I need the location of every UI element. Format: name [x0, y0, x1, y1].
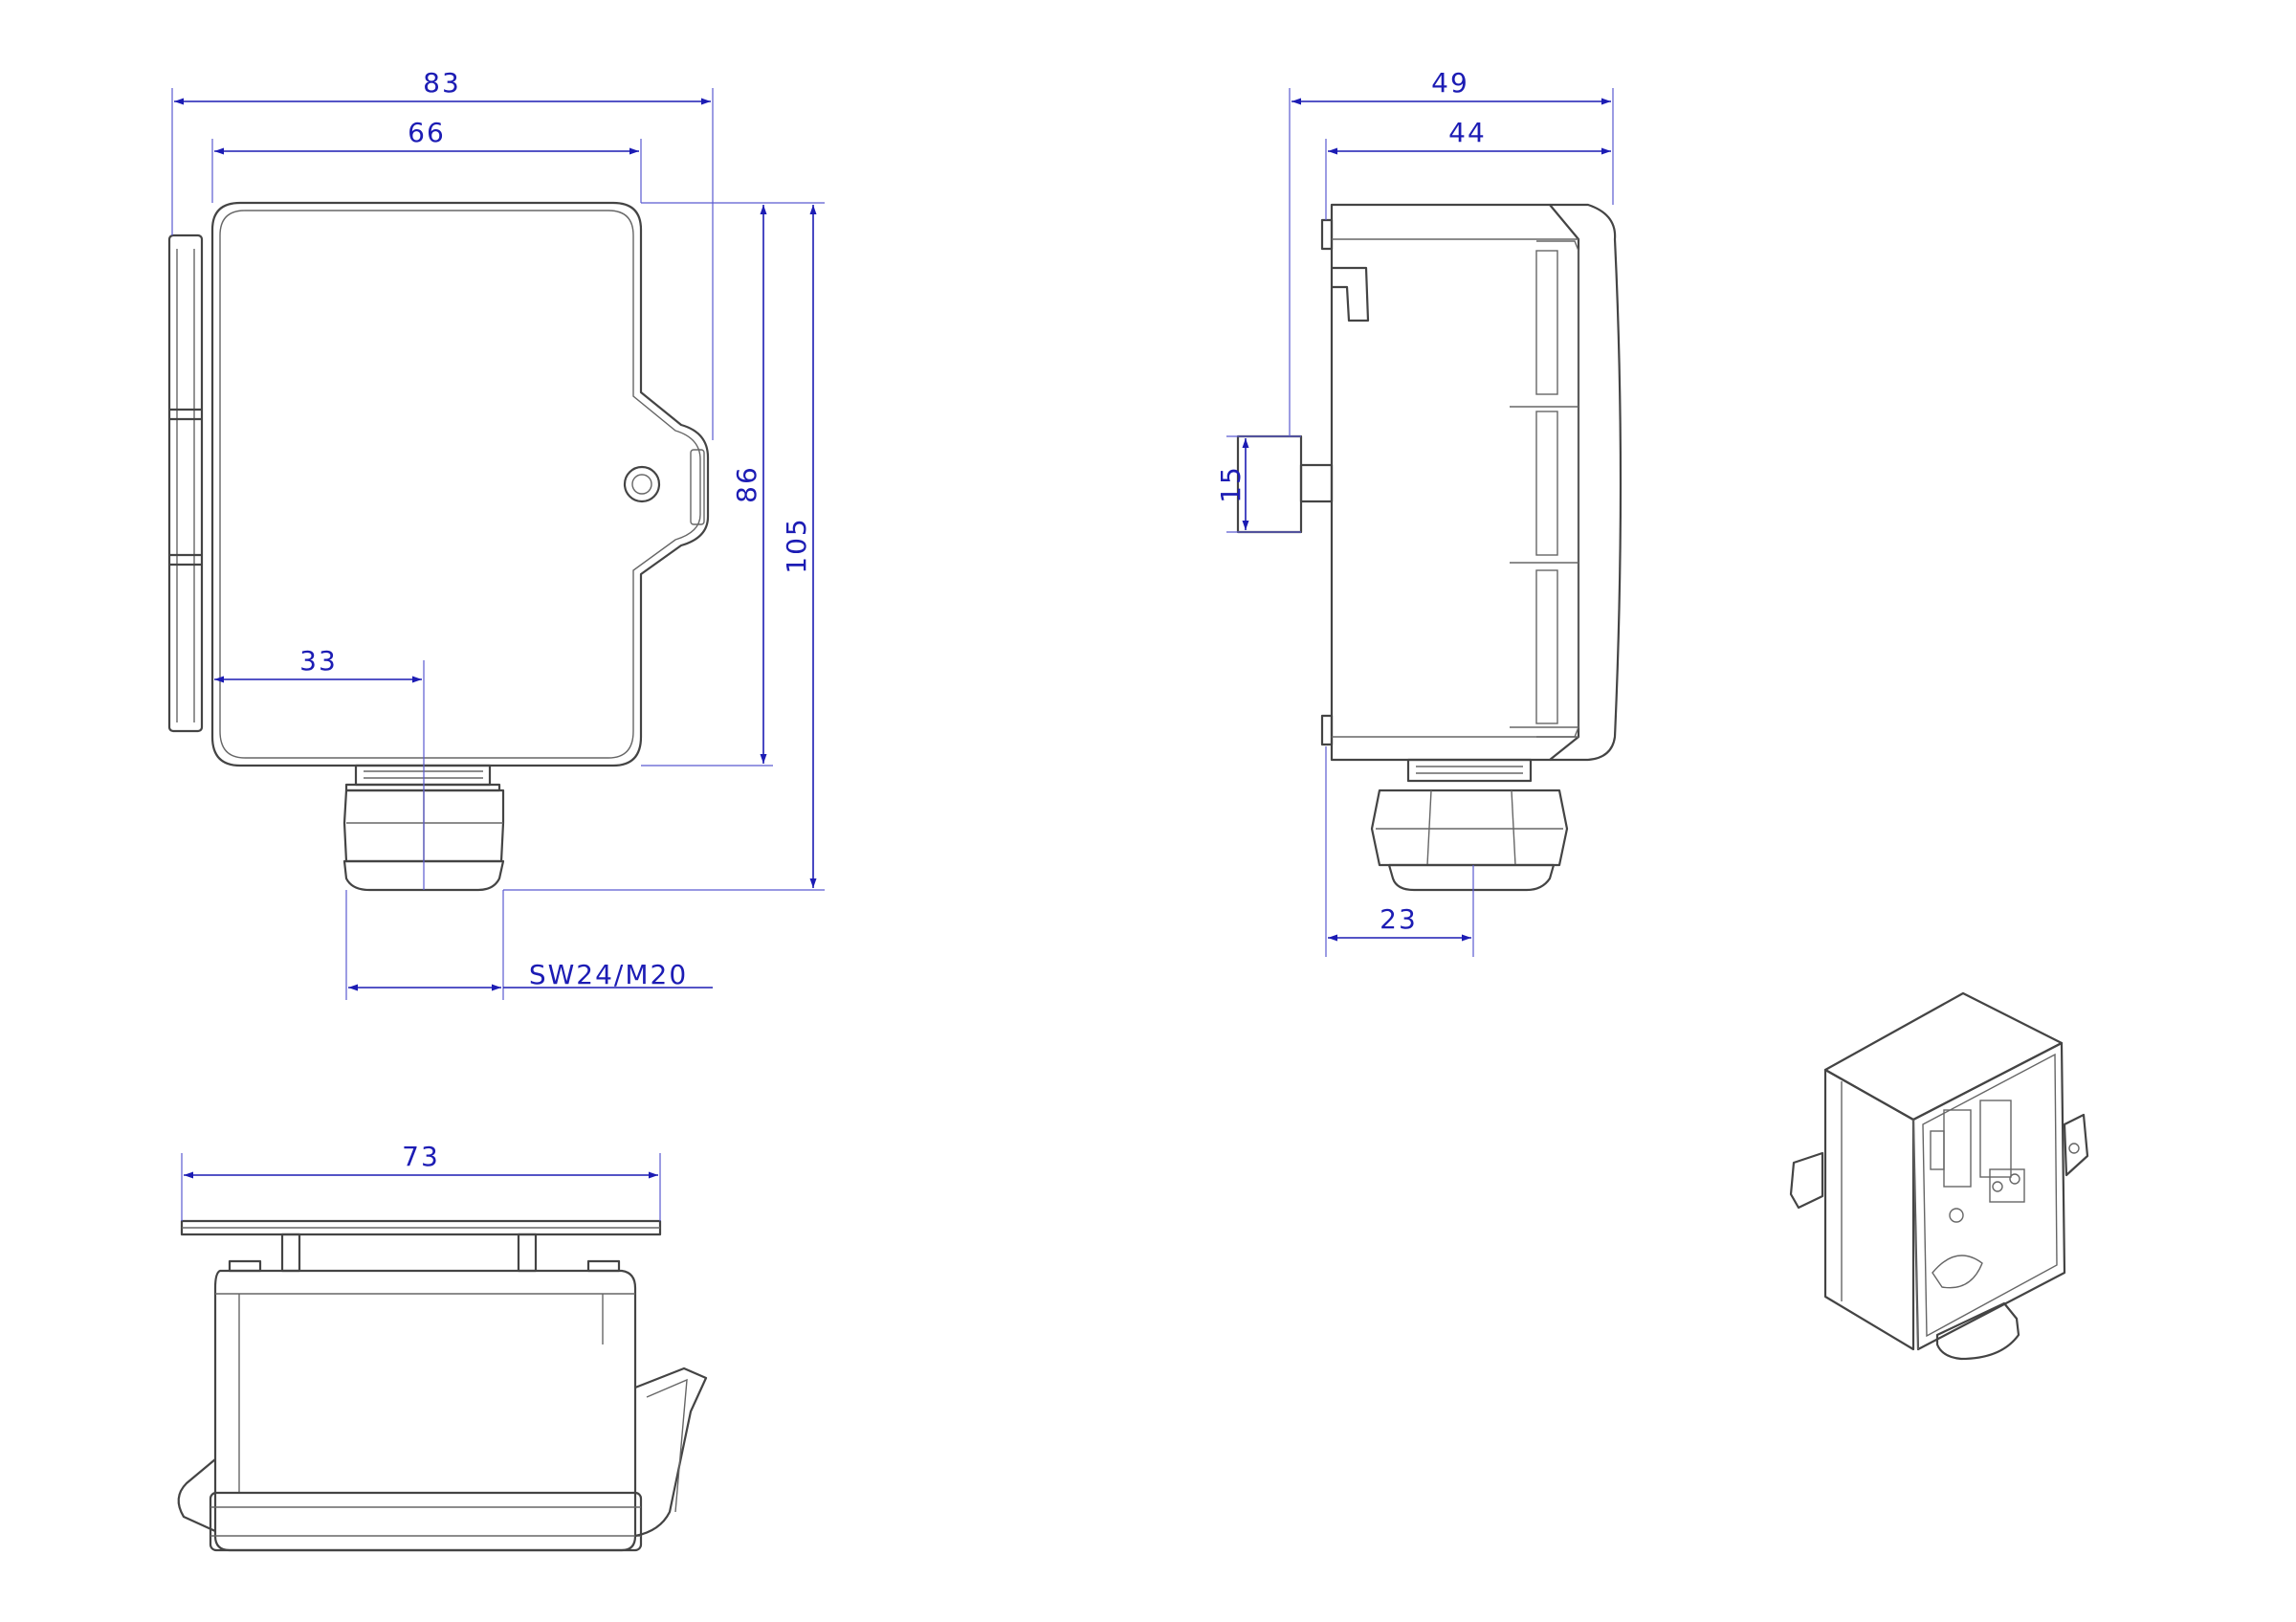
hinge-strip — [167, 233, 204, 733]
front-view: 83 66 86 105 33 SW24/M20 — [167, 67, 825, 1000]
lid-screw — [623, 465, 661, 503]
isometric-view — [1789, 991, 2089, 1361]
dim-86-label: 86 — [731, 465, 762, 503]
side-cable-gland — [1370, 758, 1569, 892]
dim-15-label: 15 — [1215, 465, 1247, 503]
top-view: 73 — [177, 1141, 708, 1552]
dim-105-label: 105 — [781, 517, 812, 573]
side-mounting-tab — [1236, 434, 1303, 534]
gland-spec-label: SW24/M20 — [529, 959, 688, 990]
side-body-outline — [1330, 203, 1580, 762]
dim-49-label: 49 — [1431, 67, 1469, 99]
top-body-outline — [213, 1269, 637, 1552]
dim-23-label: 23 — [1380, 903, 1418, 935]
dim-83-label: 83 — [423, 67, 461, 99]
dim-73-label: 73 — [402, 1141, 440, 1172]
lid-outline — [210, 201, 710, 767]
dim-44-label: 44 — [1448, 117, 1487, 148]
side-view: 49 44 15 23 — [1215, 67, 1623, 957]
dim-33-label: 33 — [299, 645, 338, 677]
dim-66-label: 66 — [408, 117, 446, 148]
